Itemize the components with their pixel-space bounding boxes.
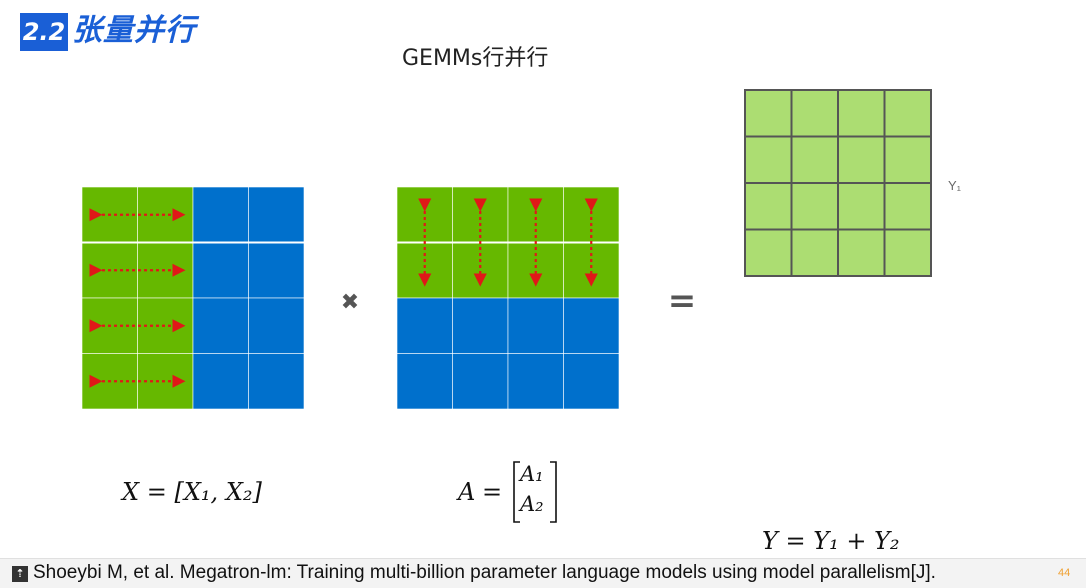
matrix-y-cell (744, 228, 793, 277)
multiply-icon: ✖ (341, 290, 359, 315)
section-title: 张量并行 (72, 13, 196, 48)
equation-a-row2: A₂ (520, 492, 544, 516)
matrix-a-cell (507, 297, 564, 354)
matrix-a-cell (396, 186, 453, 243)
matrix-a-cell (396, 353, 453, 410)
matrix-y-cell (837, 135, 886, 184)
matrix-y (744, 89, 932, 277)
matrix-x-cell (192, 242, 249, 299)
equation-x-eq: = (146, 478, 167, 506)
matrix-y-cell (837, 89, 886, 138)
matrix-y-label: Y₁ (948, 178, 962, 193)
matrix-x-cell (248, 297, 305, 354)
matrix-y-cell (744, 89, 793, 138)
section-number-badge: 2.2 (20, 13, 68, 51)
matrix-x-cell (248, 186, 305, 243)
equation-x: X = [X₁, X₂] (122, 478, 262, 506)
matrix-y-cell (837, 228, 886, 277)
matrix-a-cell (452, 297, 509, 354)
matrix-x-cell (192, 353, 249, 410)
equation-y: Y = Y₁ + Y₂ (762, 527, 900, 555)
reference-text: Shoeybi M, et al. Megatron-lm: Training … (33, 562, 936, 583)
matrix-a-cell (563, 186, 620, 243)
page-number: 44 (1058, 567, 1071, 579)
matrix-y-cell (790, 89, 839, 138)
matrix-y-cell (790, 135, 839, 184)
matrix-x-cell (248, 353, 305, 410)
matrix-y-cell (744, 135, 793, 184)
matrix-a-cell (452, 186, 509, 243)
matrix-a-cell (507, 186, 564, 243)
matrix-a-cell (396, 297, 453, 354)
matrix-y-cell (790, 182, 839, 231)
matrix-y-cell (883, 89, 932, 138)
matrix-y-cell (790, 228, 839, 277)
matrix-a-cell (507, 242, 564, 299)
matrix-y-cell (744, 182, 793, 231)
matrix-a-cell (396, 242, 453, 299)
equation-a-eq: = (482, 478, 503, 506)
matrix-a-cell (563, 242, 620, 299)
matrix-a (396, 186, 620, 410)
equation-a: A = A₁ A₂ (458, 460, 578, 524)
matrix-y-cell (883, 135, 932, 184)
equation-a-row1: A₁ (520, 462, 544, 486)
equation-y-eq: = (785, 527, 806, 555)
equation-x-lhs: X (122, 478, 140, 506)
equation-a-brackets (513, 461, 557, 523)
matrix-y-cell (837, 182, 886, 231)
equation-a-lhs: A (458, 478, 476, 506)
equation-x-rhs: [X₁, X₂] (174, 478, 262, 506)
matrix-y-cell (883, 228, 932, 277)
reference-bar (0, 558, 1086, 588)
matrix-a-cell (452, 242, 509, 299)
matrix-a-cell (507, 353, 564, 410)
slide-title: GEMMs行并行 (402, 46, 549, 71)
matrix-y-cell (883, 182, 932, 231)
matrix-a-cell (563, 353, 620, 410)
gemm-diagram: ✖ = Y₁ (81, 89, 962, 410)
reference-icon: ⇡ (12, 566, 28, 582)
equals-icon: = (668, 281, 697, 321)
matrix-x-cell (192, 186, 249, 243)
equation-y-rhs: Y₁ + Y₂ (813, 527, 900, 555)
matrix-x-cell (248, 242, 305, 299)
matrix-a-cell (563, 297, 620, 354)
matrix-x-cell (192, 297, 249, 354)
equation-y-lhs: Y (762, 527, 778, 555)
matrix-x (81, 186, 305, 410)
matrix-a-cell (452, 353, 509, 410)
